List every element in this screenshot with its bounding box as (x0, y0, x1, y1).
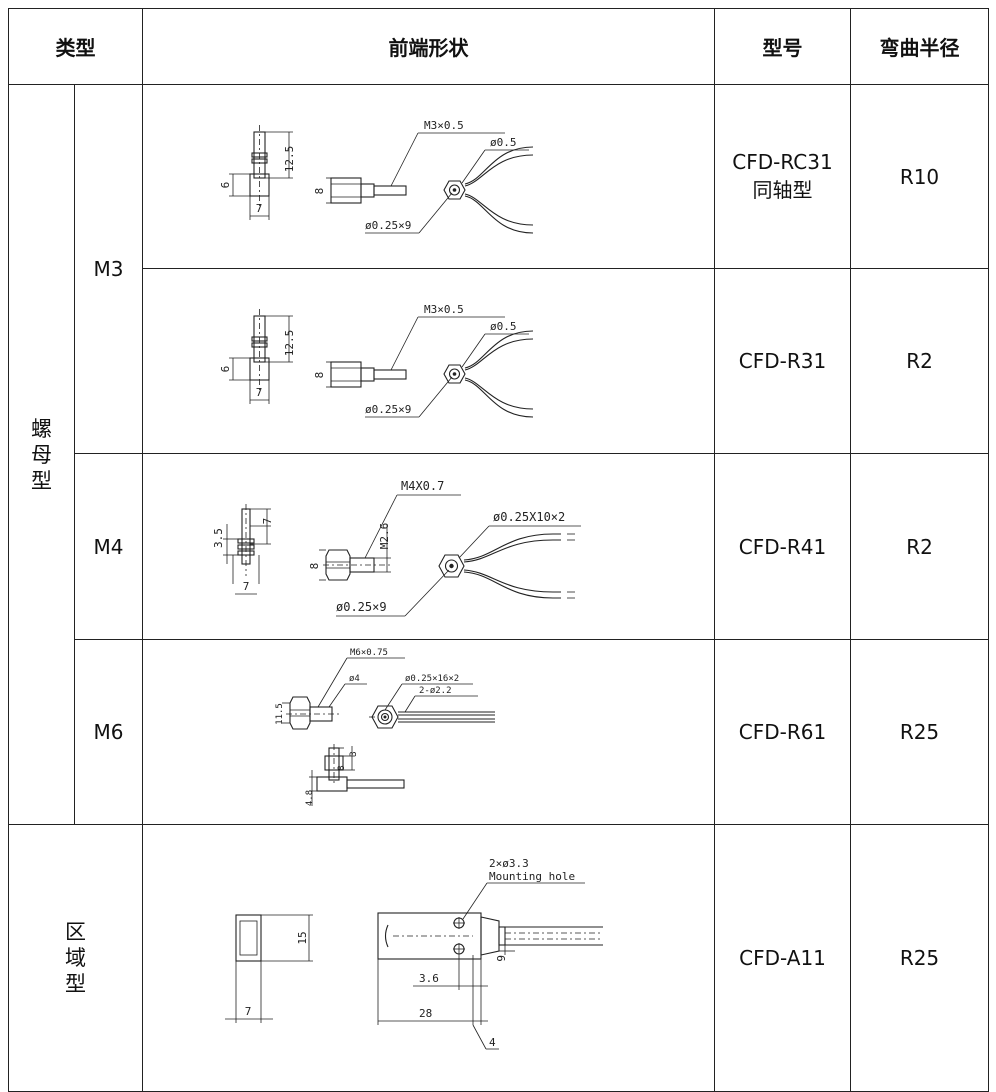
header-radius: 弯曲半径 (850, 8, 989, 85)
dim-h: 3.5 (212, 528, 225, 548)
dim-d4: ø4 (349, 674, 360, 684)
group-nut-type: 螺 母 型 (8, 84, 75, 825)
dim-b: 8 (308, 563, 321, 570)
dim-dia: ø0.25X10×2 (493, 510, 565, 524)
size-m6: M6 (74, 639, 143, 825)
drawing-r41: 7 3.5 7 8 M2.6 (212, 479, 581, 617)
table-row: 12.5 6 7 8 M3×0.5 (9, 268, 989, 454)
group-char: 域 (65, 946, 86, 970)
shape-drawing-a11: 15 7 (142, 824, 715, 1092)
dim-t: 4 (489, 1036, 496, 1049)
dim-w: 7 (256, 202, 263, 215)
radius-cell: R2 (850, 268, 989, 454)
size-m3: M3 (74, 84, 143, 454)
dim-thread: M4X0.7 (401, 479, 444, 493)
dim-m: M2.6 (378, 523, 391, 550)
radius-cell: R10 (850, 84, 989, 269)
drawing-a11: 15 7 (225, 857, 603, 1050)
model-cell: CFD-R41 (714, 453, 851, 640)
product-table: 类型 前端形状 型号 弯曲半径 螺 母 型 M3 12.5 (8, 8, 989, 1092)
dim-h: 12.5 (283, 330, 296, 357)
table-row: M6 11.5 M6×0.75 ø4 (9, 639, 989, 825)
dim-h: 12.5 (283, 146, 296, 173)
dim-b: 8 (313, 188, 326, 195)
model-subtype: 同轴型 (752, 178, 813, 202)
dim-thread: M6×0.75 (350, 648, 388, 658)
group-area-type: 区 域 型 (8, 824, 143, 1092)
model-cell: CFD-R31 (714, 268, 851, 454)
drawing-r31: 12.5 6 7 8 M3×0.5 (219, 303, 534, 418)
table-row: 区 域 型 15 7 (8, 824, 989, 1092)
drawing-rc31: 12.5 6 7 8 M3×0.5 (219, 119, 534, 234)
header-shape: 前端形状 (142, 8, 715, 85)
dim-hole: 2-ø2.2 (419, 686, 452, 696)
radius-cell: R2 (850, 453, 989, 640)
dim-a: 7 (261, 518, 274, 525)
radius-cell: R25 (850, 639, 989, 825)
model-name: CFD-RC31 (732, 150, 833, 174)
shape-drawing-r41: 7 3.5 7 8 M2.6 (142, 453, 715, 640)
model-cell: CFD-A11 (714, 824, 851, 1092)
dim-c: 8 (337, 765, 347, 770)
size-m4: M4 (74, 453, 143, 640)
group-char: 螺 (31, 416, 52, 441)
dim-d: 4.8 (305, 790, 315, 806)
table-row: 螺 母 型 M3 12.5 6 (8, 84, 989, 825)
group-char: 型 (31, 468, 52, 493)
dim-l: 28 (419, 1007, 432, 1020)
dim-dia: ø0.5 (490, 320, 517, 333)
dim-hole-en: Mounting hole (489, 870, 575, 883)
dim-a: 6 (219, 182, 232, 189)
dim-w: 7 (256, 386, 263, 399)
dim-b: 3 (349, 751, 359, 756)
dim-dia: ø0.5 (490, 136, 517, 149)
header-type: 类型 (8, 8, 143, 85)
dim-fiber: ø0.25×9 (365, 219, 411, 232)
dim-hole: 2×ø3.3 (489, 857, 529, 870)
dim-fiber: ø0.25×9 (336, 600, 387, 614)
shape-drawing-rc31: 12.5 6 7 8 M3×0.5 (142, 84, 715, 269)
dim-g: 9 (495, 955, 508, 962)
dim-a: 6 (219, 366, 232, 373)
dim-a: 11.5 (275, 703, 285, 725)
group-char: 区 (65, 920, 86, 944)
dim-s: 3.6 (419, 972, 439, 985)
dim-thread: M3×0.5 (424, 119, 464, 132)
dim-thread: M3×0.5 (424, 303, 464, 316)
dim-b: 8 (313, 372, 326, 379)
dim-h: 15 (296, 931, 309, 944)
header-row: 类型 前端形状 型号 弯曲半径 (8, 8, 989, 85)
shape-drawing-r31: 12.5 6 7 8 M3×0.5 (142, 268, 715, 454)
dim-fiber: ø0.25×16×2 (405, 674, 459, 684)
group-char: 母 (31, 442, 52, 467)
radius-cell: R25 (850, 824, 989, 1092)
shape-drawing-r61: 11.5 M6×0.75 ø4 ø0.25×16×2 (142, 639, 715, 825)
table-row: M4 7 3.5 7 (9, 453, 989, 640)
model-cell: CFD-R61 (714, 639, 851, 825)
dim-w: 7 (245, 1005, 252, 1018)
dim-fiber: ø0.25×9 (365, 403, 411, 416)
drawing-r61: 11.5 M6×0.75 ø4 ø0.25×16×2 (275, 648, 495, 806)
group-char: 型 (65, 972, 86, 996)
model-cell: CFD-RC31 同轴型 (714, 84, 851, 269)
dim-w: 7 (243, 580, 250, 593)
header-model: 型号 (714, 8, 851, 85)
